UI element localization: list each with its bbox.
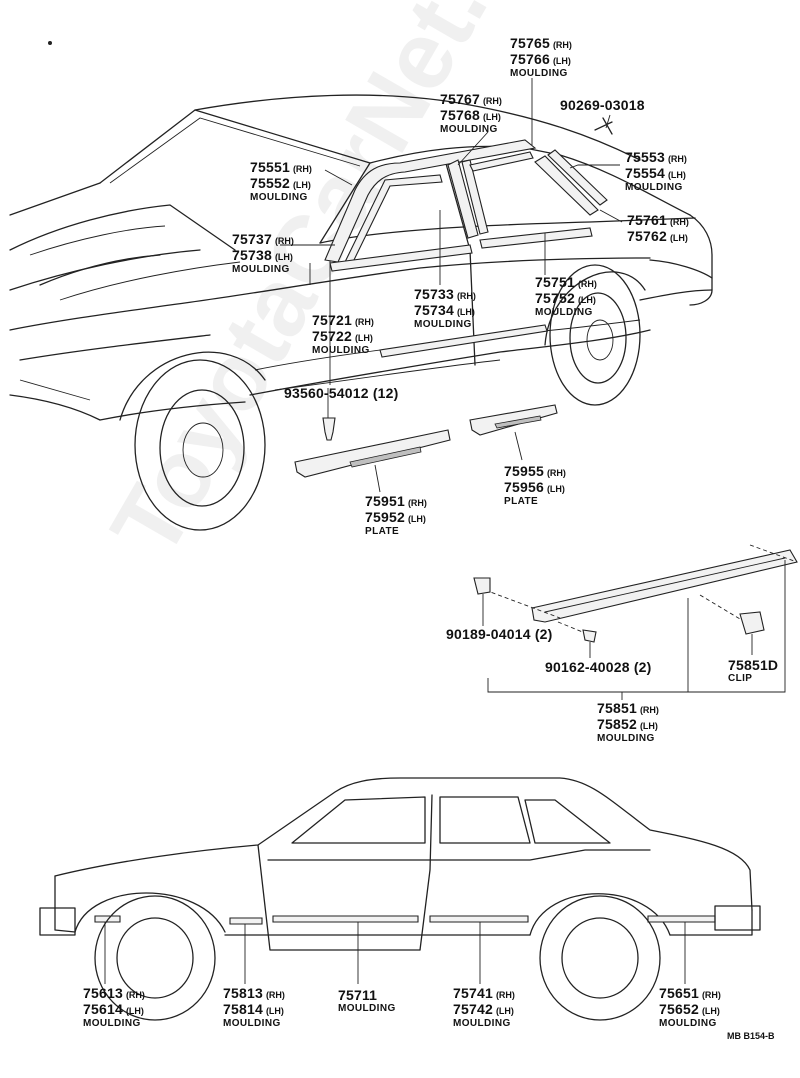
- top-mouldings: [294, 117, 613, 478]
- sheet-code: MB B154-B: [727, 1031, 775, 1041]
- label-75711: 75711 MOULDING: [338, 987, 396, 1014]
- label-75551: 75551(RH) 75552(LH) MOULDING: [250, 159, 312, 203]
- rear-door-belt-moulding: [479, 227, 593, 249]
- rear-quarter-moulding: [547, 149, 608, 206]
- rear-window-frame-moulding: [534, 155, 599, 216]
- scuff-plate-front: [294, 429, 451, 478]
- clip-93560: [322, 417, 336, 441]
- label-75721: 75721(RH) 75722(LH) MOULDING: [312, 312, 374, 356]
- label-90269: 90269-03018: [560, 97, 645, 113]
- label-90189: 90189-04014 (2): [446, 626, 553, 642]
- label-93560: 93560-54012 (12): [284, 385, 399, 401]
- label-90162: 90162-40028 (2): [545, 659, 652, 675]
- label-75761: 75761(RH) 75762(LH): [627, 212, 689, 244]
- label-75553: 75553(RH) 75554(LH) MOULDING: [625, 149, 687, 193]
- clip-75851d: [739, 611, 765, 635]
- front-door-belt-moulding: [329, 244, 473, 272]
- rocker-moulding-detail: [473, 544, 798, 700]
- rear-door-upper-moulding: [469, 151, 534, 172]
- roof-drip-moulding: [324, 139, 537, 263]
- label-75955: 75955(RH) 75956(LH) PLATE: [504, 463, 566, 507]
- clip-90189: [473, 577, 491, 595]
- label-75651: 75651(RH) 75652(LH) MOULDING: [659, 985, 721, 1029]
- label-75767: 75767(RH) 75768(LH) MOULDING: [440, 91, 502, 135]
- center-pillar-moulding: [447, 159, 479, 239]
- label-75851: 75851(RH) 75852(LH) MOULDING: [597, 700, 659, 744]
- registration-dot: [48, 41, 52, 45]
- label-75851d: 75851D CLIP: [728, 657, 779, 684]
- center-pillar-moulding-2: [461, 159, 489, 235]
- scuff-plate-rear: [469, 404, 558, 436]
- label-75765: 75765(RH) 75766(LH) MOULDING: [510, 35, 572, 79]
- quarter-side-moulding: [647, 915, 716, 923]
- label-75737: 75737(RH) 75738(LH) MOULDING: [232, 231, 294, 275]
- label-75733: 75733(RH) 75734(LH) MOULDING: [414, 286, 476, 330]
- label-75813: 75813(RH) 75814(LH) MOULDING: [223, 985, 285, 1029]
- front-door-side-moulding: [272, 915, 419, 923]
- label-75951: 75951(RH) 75952(LH) PLATE: [365, 493, 427, 537]
- rocker-moulding: [379, 324, 548, 358]
- fender-moulding-rear-side: [229, 917, 263, 925]
- screw-90162: [582, 629, 597, 643]
- leader-lines-top: [280, 78, 623, 493]
- label-75751: 75751(RH) 75752(LH) MOULDING: [535, 274, 597, 318]
- label-75613: 75613(RH) 75614(LH) MOULDING: [83, 985, 145, 1029]
- label-75741: 75741(RH) 75742(LH) MOULDING: [453, 985, 515, 1029]
- car-side-view: [39, 777, 761, 1021]
- rocker-moulding-long: [531, 549, 798, 623]
- screw-90269: [594, 117, 613, 135]
- rear-door-side-moulding: [429, 915, 529, 923]
